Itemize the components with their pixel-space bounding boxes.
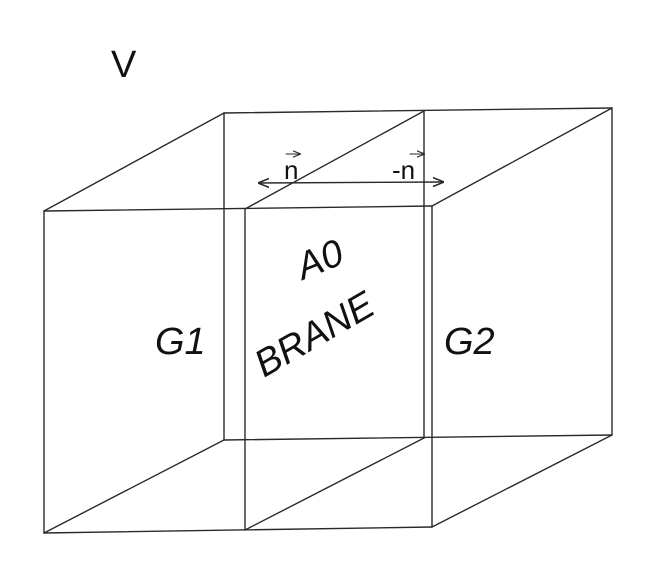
back-bottom-edge: [223, 434, 613, 441]
right-region-label: G2: [444, 321, 495, 363]
depth-top-left: [43, 112, 225, 212]
depth-top-right: [431, 107, 613, 207]
normal-arrow: [259, 182, 443, 183]
depth-bottom-right: [431, 434, 613, 528]
front-bottom-edge: [43, 526, 433, 534]
normal-left-label: n: [284, 155, 298, 185]
front-face: [43, 205, 433, 534]
depth-edges: [43, 107, 613, 534]
front-top-edge: [43, 205, 433, 212]
back-top-edge: [223, 107, 613, 114]
left-region-label: G1: [155, 321, 206, 363]
depth-bottom-middle: [244, 437, 425, 531]
normal-right-label: -n: [392, 155, 415, 185]
back-face: [223, 107, 613, 441]
depth-bottom-left: [43, 439, 225, 534]
volume-label: V: [111, 44, 137, 86]
brane-field-label: A0: [289, 232, 350, 289]
brane-label: BRANE: [248, 284, 383, 386]
depth-top-middle: [244, 110, 425, 210]
